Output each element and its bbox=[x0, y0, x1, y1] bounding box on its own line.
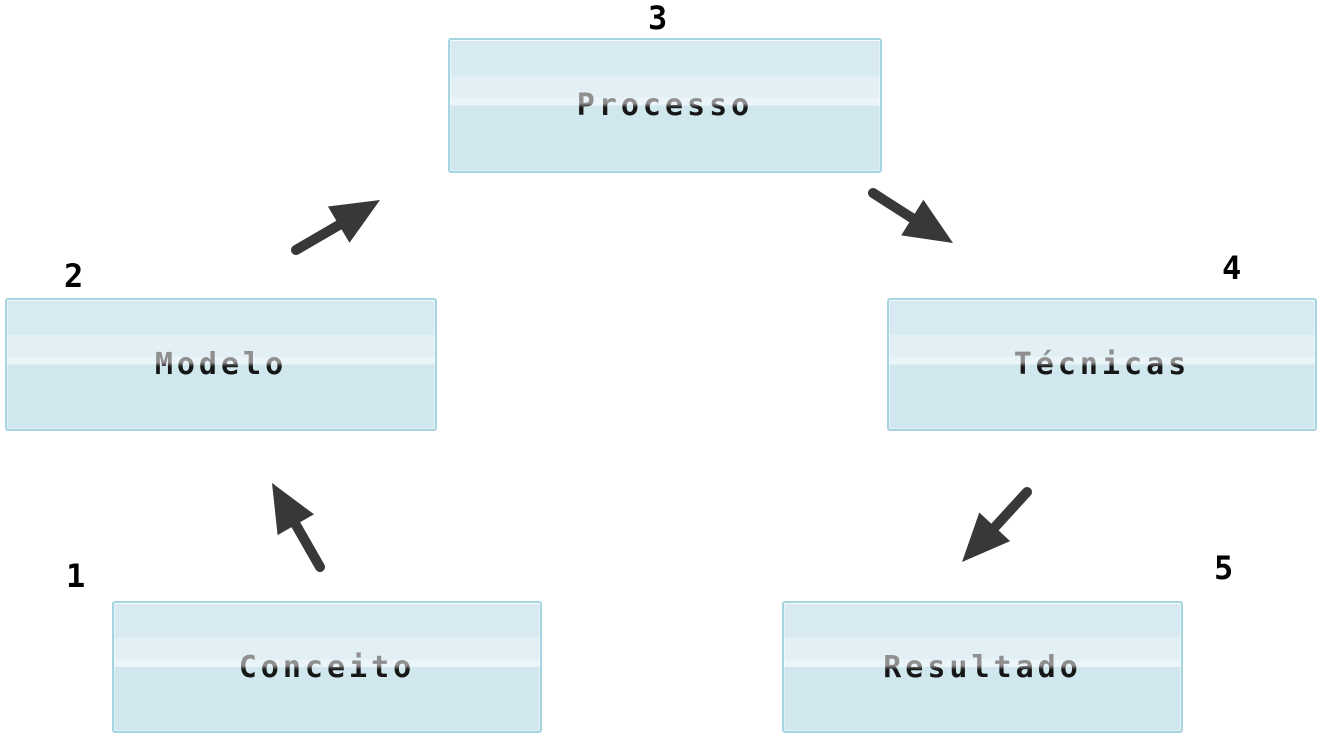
node-processo-label: Processo bbox=[576, 88, 754, 123]
node-modelo: Modelo bbox=[5, 298, 437, 431]
node-resultado: Resultado bbox=[782, 601, 1183, 733]
arrow-conceito-to-modelo bbox=[272, 483, 325, 572]
node-conceito-label: Conceito bbox=[238, 649, 416, 685]
node-processo: Processo bbox=[448, 38, 882, 173]
step-number-2: 2 bbox=[64, 257, 84, 295]
node-resultado-label: Resultado bbox=[883, 649, 1082, 685]
arrow-processo-to-tecnicas bbox=[868, 188, 953, 243]
step-number-1: 1 bbox=[66, 557, 86, 595]
step-number-5: 5 bbox=[1214, 549, 1234, 587]
node-modelo-label: Modelo bbox=[154, 347, 288, 382]
arrow-modelo-to-processo bbox=[291, 200, 380, 255]
node-tecnicas: Técnicas bbox=[887, 298, 1317, 431]
step-number-3: 3 bbox=[648, 0, 668, 37]
node-conceito: Conceito bbox=[112, 601, 542, 733]
step-number-4: 4 bbox=[1222, 249, 1242, 287]
arrow-tecnicas-to-resultado bbox=[962, 487, 1032, 562]
node-tecnicas-label: Técnicas bbox=[1013, 347, 1191, 382]
